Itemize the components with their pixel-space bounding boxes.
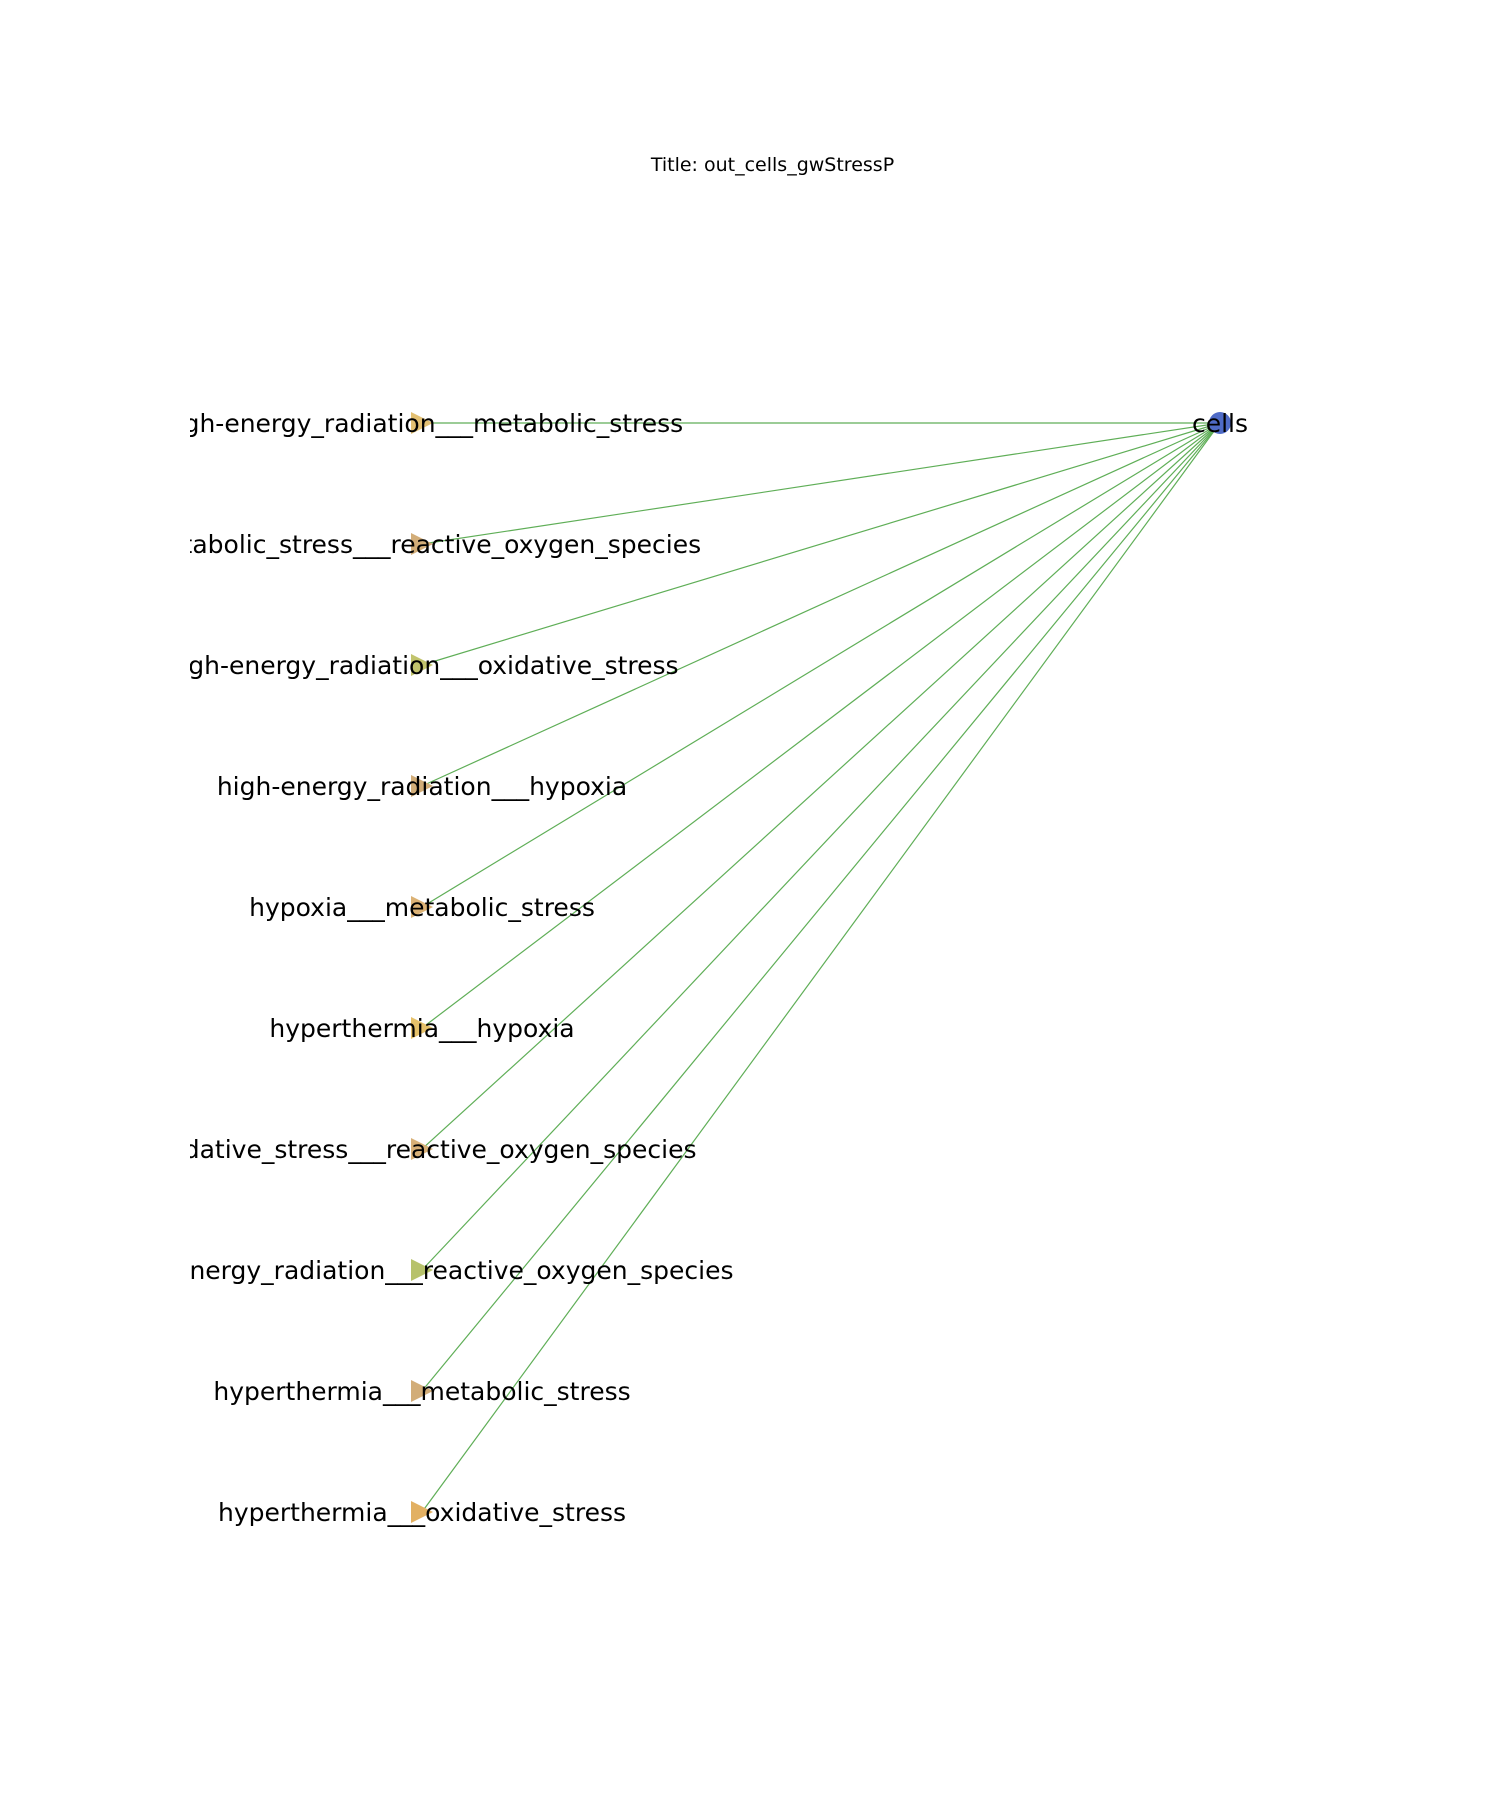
edge-hypoxia-metabolic-stress-to-cells	[421, 422, 1221, 908]
node-label-cells: cells	[1192, 409, 1248, 438]
edge-high-energy-radiation-reactive-oxygen-species-to-cells	[421, 422, 1221, 1271]
node-label-oxidative-stress-reactive-oxygen-species: oxidative_stress___reactive_oxygen_speci…	[147, 1135, 696, 1164]
node-high-energy-radiation-reactive-oxygen-species[interactable]	[411, 1259, 433, 1281]
node-oxidative-stress-reactive-oxygen-species[interactable]	[411, 1138, 433, 1160]
node-metabolic-stress-reactive-oxygen-species[interactable]	[411, 533, 433, 555]
node-label-metabolic-stress-reactive-oxygen-species: metabolic_stress___reactive_oxygen_speci…	[143, 530, 701, 559]
node-label-high-energy-radiation-reactive-oxygen-species: high-energy_radiation___reactive_oxygen_…	[111, 1256, 734, 1285]
node-label-hyperthermia-hypoxia: hyperthermia___hypoxia	[269, 1014, 574, 1043]
node-hyperthermia-metabolic-stress[interactable]	[411, 1380, 433, 1402]
node-label-high-energy-radiation-metabolic-stress: high-energy_radiation___metabolic_stress	[161, 409, 683, 438]
edge-hyperthermia-hypoxia-to-cells	[421, 422, 1221, 1029]
edge-metabolic-stress-reactive-oxygen-species-to-cells	[421, 422, 1221, 545]
node-high-energy-radiation-metabolic-stress[interactable]	[411, 412, 433, 434]
edge-hyperthermia-metabolic-stress-to-cells	[421, 422, 1221, 1392]
node-hypoxia-metabolic-stress[interactable]	[411, 896, 433, 918]
node-hyperthermia-hypoxia[interactable]	[411, 1017, 433, 1039]
node-high-energy-radiation-hypoxia[interactable]	[411, 775, 433, 797]
node-label-high-energy-radiation-oxidative-stress: high-energy_radiation___oxidative_stress	[165, 651, 678, 680]
edges-group	[421, 422, 1221, 1513]
diagram-title: Title: out_cells_gwStressP	[650, 154, 895, 176]
edge-high-energy-radiation-hypoxia-to-cells	[421, 422, 1221, 787]
node-label-hypoxia-metabolic-stress: hypoxia___metabolic_stress	[249, 893, 595, 922]
edge-oxidative-stress-reactive-oxygen-species-to-cells	[421, 422, 1221, 1150]
node-label-hyperthermia-metabolic-stress: hyperthermia___metabolic_stress	[213, 1377, 630, 1406]
node-cells[interactable]	[1209, 412, 1231, 434]
node-label-high-energy-radiation-hypoxia: high-energy_radiation___hypoxia	[217, 772, 627, 801]
edge-high-energy-radiation-oxidative-stress-to-cells	[421, 422, 1221, 666]
edge-hyperthermia-oxidative-stress-to-cells	[421, 422, 1221, 1513]
nodes-group	[411, 412, 1231, 1523]
labels-group: high-energy_radiation___metabolic_stress…	[111, 409, 1248, 1527]
node-label-hyperthermia-oxidative-stress: hyperthermia___oxidative_stress	[218, 1498, 626, 1527]
node-high-energy-radiation-oxidative-stress[interactable]	[411, 654, 433, 676]
node-hyperthermia-oxidative-stress[interactable]	[411, 1501, 433, 1523]
